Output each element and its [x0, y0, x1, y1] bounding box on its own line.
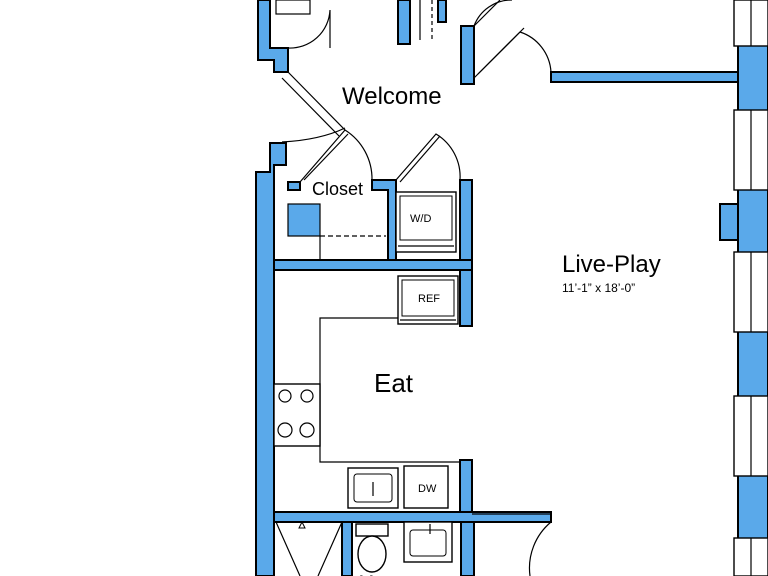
closet-shelf-square [287, 203, 321, 237]
windows [719, 0, 768, 576]
label-dishwasher: DW [418, 483, 437, 495]
wall-bath-right [460, 521, 475, 576]
room-label-partial-bottom: W [350, 571, 373, 576]
label-washer-dryer: W/D [410, 213, 431, 225]
room-label-closet: Closet [312, 179, 363, 199]
range [273, 383, 321, 447]
room-label-live-play-dims: 11’-1” x 18’-0” [562, 281, 635, 295]
wall-kitchen-right-bottom [459, 459, 473, 515]
wall-left-exterior [255, 142, 287, 576]
doors [275, 0, 552, 576]
shower-drain [298, 520, 306, 529]
toilet-tank [355, 523, 389, 537]
wall-bath-divider [341, 521, 353, 576]
room-label-welcome: Welcome [342, 83, 442, 110]
column-right [719, 203, 739, 241]
wall-closet-right [371, 179, 397, 263]
walls [255, 0, 768, 576]
bath-sink [403, 521, 453, 563]
room-label-live-play: Live-Play [562, 251, 661, 278]
washer-dryer [395, 191, 457, 253]
top-left-fixture [275, 0, 311, 15]
room-label-eat: Eat [374, 368, 414, 398]
wall-top-center-a [397, 0, 411, 45]
label-refrigerator: REF [418, 293, 440, 305]
toilet-bowl [357, 535, 387, 573]
wall-top-center-b [460, 25, 475, 85]
wall-closet-top-left [287, 181, 301, 191]
dishwasher [403, 465, 449, 509]
wall-top-short [437, 0, 447, 23]
wall-closet-bottom [273, 259, 473, 271]
labels: Welcome Closet W/D Live-Play 11’-1” x 18… [312, 83, 661, 576]
wall-wd-right [459, 179, 473, 263]
fixtures [273, 191, 460, 576]
wall-kitchen-right-top [459, 269, 473, 327]
wall-top-right [550, 71, 739, 83]
